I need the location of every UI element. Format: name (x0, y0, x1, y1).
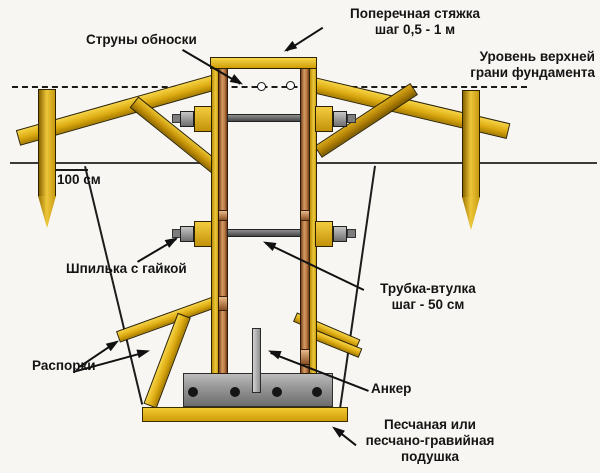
label-cushion-line1: Песчаная или (383, 417, 476, 432)
tie-rod-lower-sleeve-left (194, 221, 212, 247)
string-eyelet (257, 82, 266, 91)
label-stud-nut-text: Шпилька с гайкой (66, 261, 187, 276)
tie-rod-lower-nut-left (180, 226, 194, 242)
tie-rod-lower-nut-right (333, 226, 347, 242)
label-depth: 100 см (57, 172, 101, 188)
panel-board-seam (219, 210, 227, 221)
foundation-level-dashed-line (12, 86, 527, 88)
arrowhead-cross-tie (282, 40, 298, 55)
label-strings-text: Струны обноски (86, 32, 197, 47)
label-cross-tie: Поперечная стяжка шаг 0,5 - 1 м (330, 6, 500, 38)
label-braces: Распорки (32, 358, 96, 374)
ground-line-left (10, 162, 213, 164)
label-tube-line1: Трубка-втулка (380, 281, 476, 296)
anchor-bar (252, 328, 261, 393)
arrowhead-tube (261, 237, 277, 251)
label-cushion-line2: песчано-гравийная (365, 433, 495, 448)
label-cross-tie-line1: Поперечная стяжка (350, 6, 480, 21)
label-tube-line2: шаг - 50 см (391, 297, 465, 312)
label-level-line1: Уровень верхней (479, 49, 595, 64)
footing-bolt-hole (188, 387, 198, 397)
tie-rod-lower (227, 229, 301, 237)
label-cushion: Песчаная или песчано-гравийная подушка (350, 417, 510, 465)
footing-bolt-hole (272, 387, 282, 397)
tie-rod-upper (227, 114, 301, 122)
cross-tie-cap (210, 57, 317, 69)
label-stud-nut: Шпилька с гайкой (66, 261, 187, 277)
tie-rod-upper-sleeve-right (315, 106, 333, 132)
stake-left (38, 89, 56, 197)
label-cushion-line3: подушка (401, 449, 459, 464)
tie-rod-upper-end-right (347, 114, 356, 123)
label-cross-tie-line2: шаг 0,5 - 1 м (374, 22, 456, 37)
label-anchor: Анкер (371, 381, 411, 397)
label-level-line2: грани фундамента (470, 65, 595, 80)
panel-board-seam (219, 296, 227, 311)
footing-bolt-hole (312, 387, 322, 397)
tie-rod-upper-sleeve-left (194, 106, 212, 132)
tie-rod-lower-end-right (347, 229, 356, 238)
label-tube: Трубка-втулка шаг - 50 см (362, 281, 494, 313)
tie-rod-upper-nut-left (180, 111, 194, 127)
depth-measure-line (56, 169, 88, 171)
footing-bolt-hole (230, 387, 240, 397)
tie-rod-upper-nut-right (333, 111, 347, 127)
label-level: Уровень верхней грани фундамента (440, 49, 595, 81)
label-braces-text: Распорки (32, 358, 96, 373)
label-strings: Струны обноски (86, 32, 197, 48)
panel-board-seam (301, 349, 309, 365)
string-eyelet (286, 81, 295, 90)
label-depth-text: 100 см (57, 172, 101, 187)
stake-left-tip (38, 196, 56, 228)
stake-right-tip (462, 197, 480, 230)
arrowhead-braces-2 (136, 346, 151, 358)
panel-board-seam (301, 210, 309, 221)
ground-line-right (313, 162, 597, 164)
stake-right (462, 90, 480, 198)
label-anchor-text: Анкер (371, 381, 412, 396)
tie-rod-lower-sleeve-right (315, 221, 333, 247)
sand-cushion (142, 407, 348, 422)
